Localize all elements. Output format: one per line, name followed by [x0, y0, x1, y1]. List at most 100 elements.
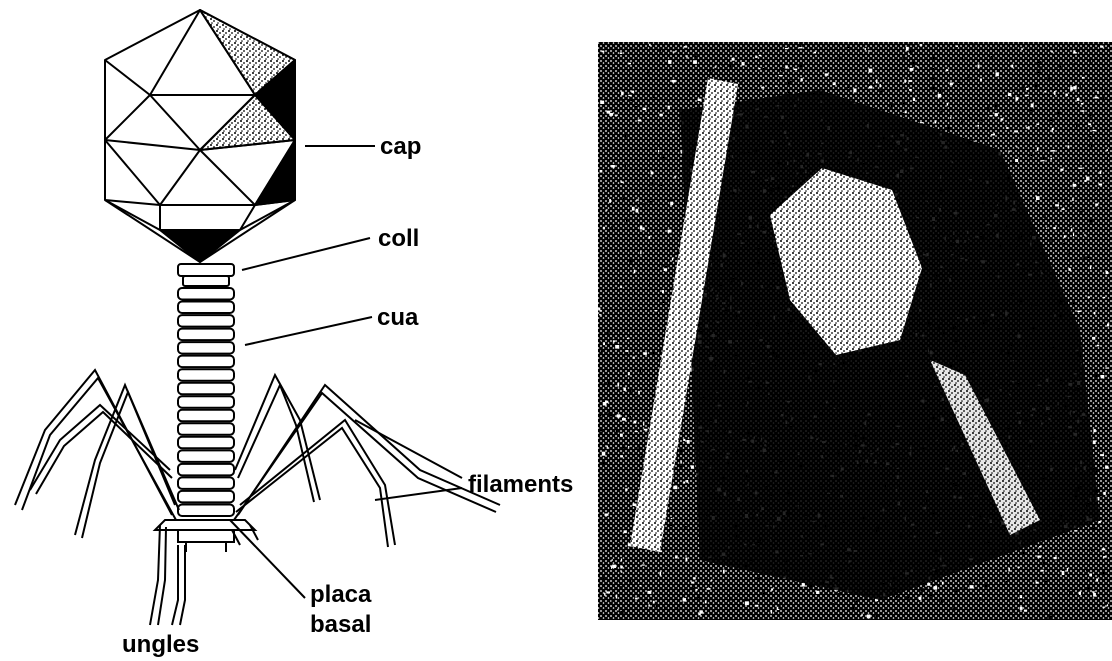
label-collar: coll — [378, 225, 419, 252]
grain-speck — [1107, 480, 1109, 482]
grain-speck — [624, 164, 626, 167]
grain-speck — [1055, 204, 1059, 206]
grain-speck — [603, 402, 607, 406]
grain-speck — [603, 227, 605, 230]
grain-speck — [1081, 103, 1083, 105]
grain-speck — [1103, 96, 1104, 100]
label-spikes: ungles — [122, 631, 199, 658]
grain-speck — [1004, 101, 1007, 103]
grain-speck — [930, 595, 933, 597]
grain-speck — [760, 89, 764, 91]
grain-speck — [665, 266, 669, 268]
grain-speck — [919, 597, 922, 600]
grain-speck — [1077, 311, 1080, 312]
grain-speck — [683, 439, 685, 441]
grain-speck — [1093, 440, 1096, 444]
grain-speck — [621, 182, 624, 183]
grain-speck — [605, 514, 609, 516]
grain-speck — [1041, 160, 1045, 161]
grain-speck — [674, 537, 678, 539]
grain-speck — [825, 73, 829, 75]
grain-speck — [651, 172, 654, 175]
grain-speck — [686, 480, 688, 483]
tail-ring — [178, 396, 234, 408]
grain-speck — [1082, 77, 1085, 79]
grain-speck — [611, 566, 612, 569]
grain-speck — [905, 111, 907, 113]
grain-speck — [1107, 149, 1108, 151]
grain-speck — [634, 270, 636, 274]
grain-speck — [1012, 609, 1014, 613]
grain-speck — [640, 226, 642, 230]
grain-speck — [920, 44, 923, 46]
grain-speck — [855, 601, 857, 604]
grain-speck — [1071, 228, 1072, 231]
grain-speck — [640, 251, 641, 254]
grain-speck — [1051, 51, 1052, 53]
grain-speck — [620, 566, 623, 569]
grain-speck — [673, 51, 676, 52]
grain-speck — [616, 595, 617, 599]
grain-speck — [1063, 243, 1064, 245]
grain-speck — [880, 84, 881, 87]
grain-speck — [634, 290, 635, 294]
grain-speck — [628, 543, 631, 546]
grain-speck — [944, 128, 945, 131]
grain-speck — [1086, 569, 1087, 572]
grain-speck — [670, 202, 673, 206]
tail-ring — [178, 342, 234, 354]
grain-speck — [1043, 215, 1045, 218]
grain-speck — [695, 589, 697, 591]
grain-speck — [1089, 59, 1091, 63]
grain-speck — [738, 593, 740, 596]
grain-speck — [613, 340, 615, 342]
grain-speck — [785, 48, 788, 49]
grain-speck — [693, 60, 697, 64]
grain-speck — [615, 115, 618, 116]
grain-speck — [867, 615, 871, 619]
grain-speck — [1022, 86, 1024, 89]
grain-speck — [623, 135, 627, 138]
grain-speck — [661, 155, 665, 158]
grain-speck — [938, 94, 941, 98]
grain-speck — [634, 421, 637, 424]
grain-speck — [1079, 168, 1083, 169]
grain-speck — [1036, 196, 1040, 200]
grain-speck — [1037, 147, 1039, 150]
grain-speck — [642, 227, 644, 230]
grain-speck — [961, 121, 963, 124]
grain-speck — [629, 416, 631, 417]
grain-speck — [1106, 271, 1108, 274]
tail-ring — [178, 302, 234, 314]
grain-speck — [1073, 184, 1077, 187]
grain-speck — [679, 587, 682, 588]
grain-speck — [609, 113, 613, 116]
grain-speck — [608, 382, 611, 385]
grain-speck — [1102, 548, 1106, 550]
grain-speck — [1107, 604, 1108, 606]
grain-speck — [940, 111, 942, 115]
grain-speck — [1084, 180, 1086, 182]
grain-speck — [1100, 326, 1102, 327]
grain-speck — [644, 429, 648, 431]
grain-speck — [1064, 198, 1065, 199]
grain-speck — [759, 55, 761, 56]
grain-speck — [683, 598, 686, 602]
grain-speck — [852, 606, 854, 610]
grain-speck — [647, 591, 651, 594]
grain-speck — [912, 61, 916, 64]
grain-speck — [1062, 571, 1065, 575]
grain-speck — [1043, 562, 1045, 565]
grain-speck — [1048, 77, 1052, 80]
grain-speck — [729, 597, 732, 601]
tail-sheath — [178, 288, 234, 516]
grain-speck — [660, 551, 662, 552]
grain-speck — [848, 87, 849, 89]
grain-speck — [705, 600, 707, 603]
grain-speck — [647, 72, 649, 73]
grain-speck — [604, 172, 605, 173]
grain-speck — [608, 412, 612, 416]
grain-speck — [677, 607, 678, 611]
grain-speck — [869, 86, 872, 88]
grain-speck — [1069, 591, 1073, 595]
